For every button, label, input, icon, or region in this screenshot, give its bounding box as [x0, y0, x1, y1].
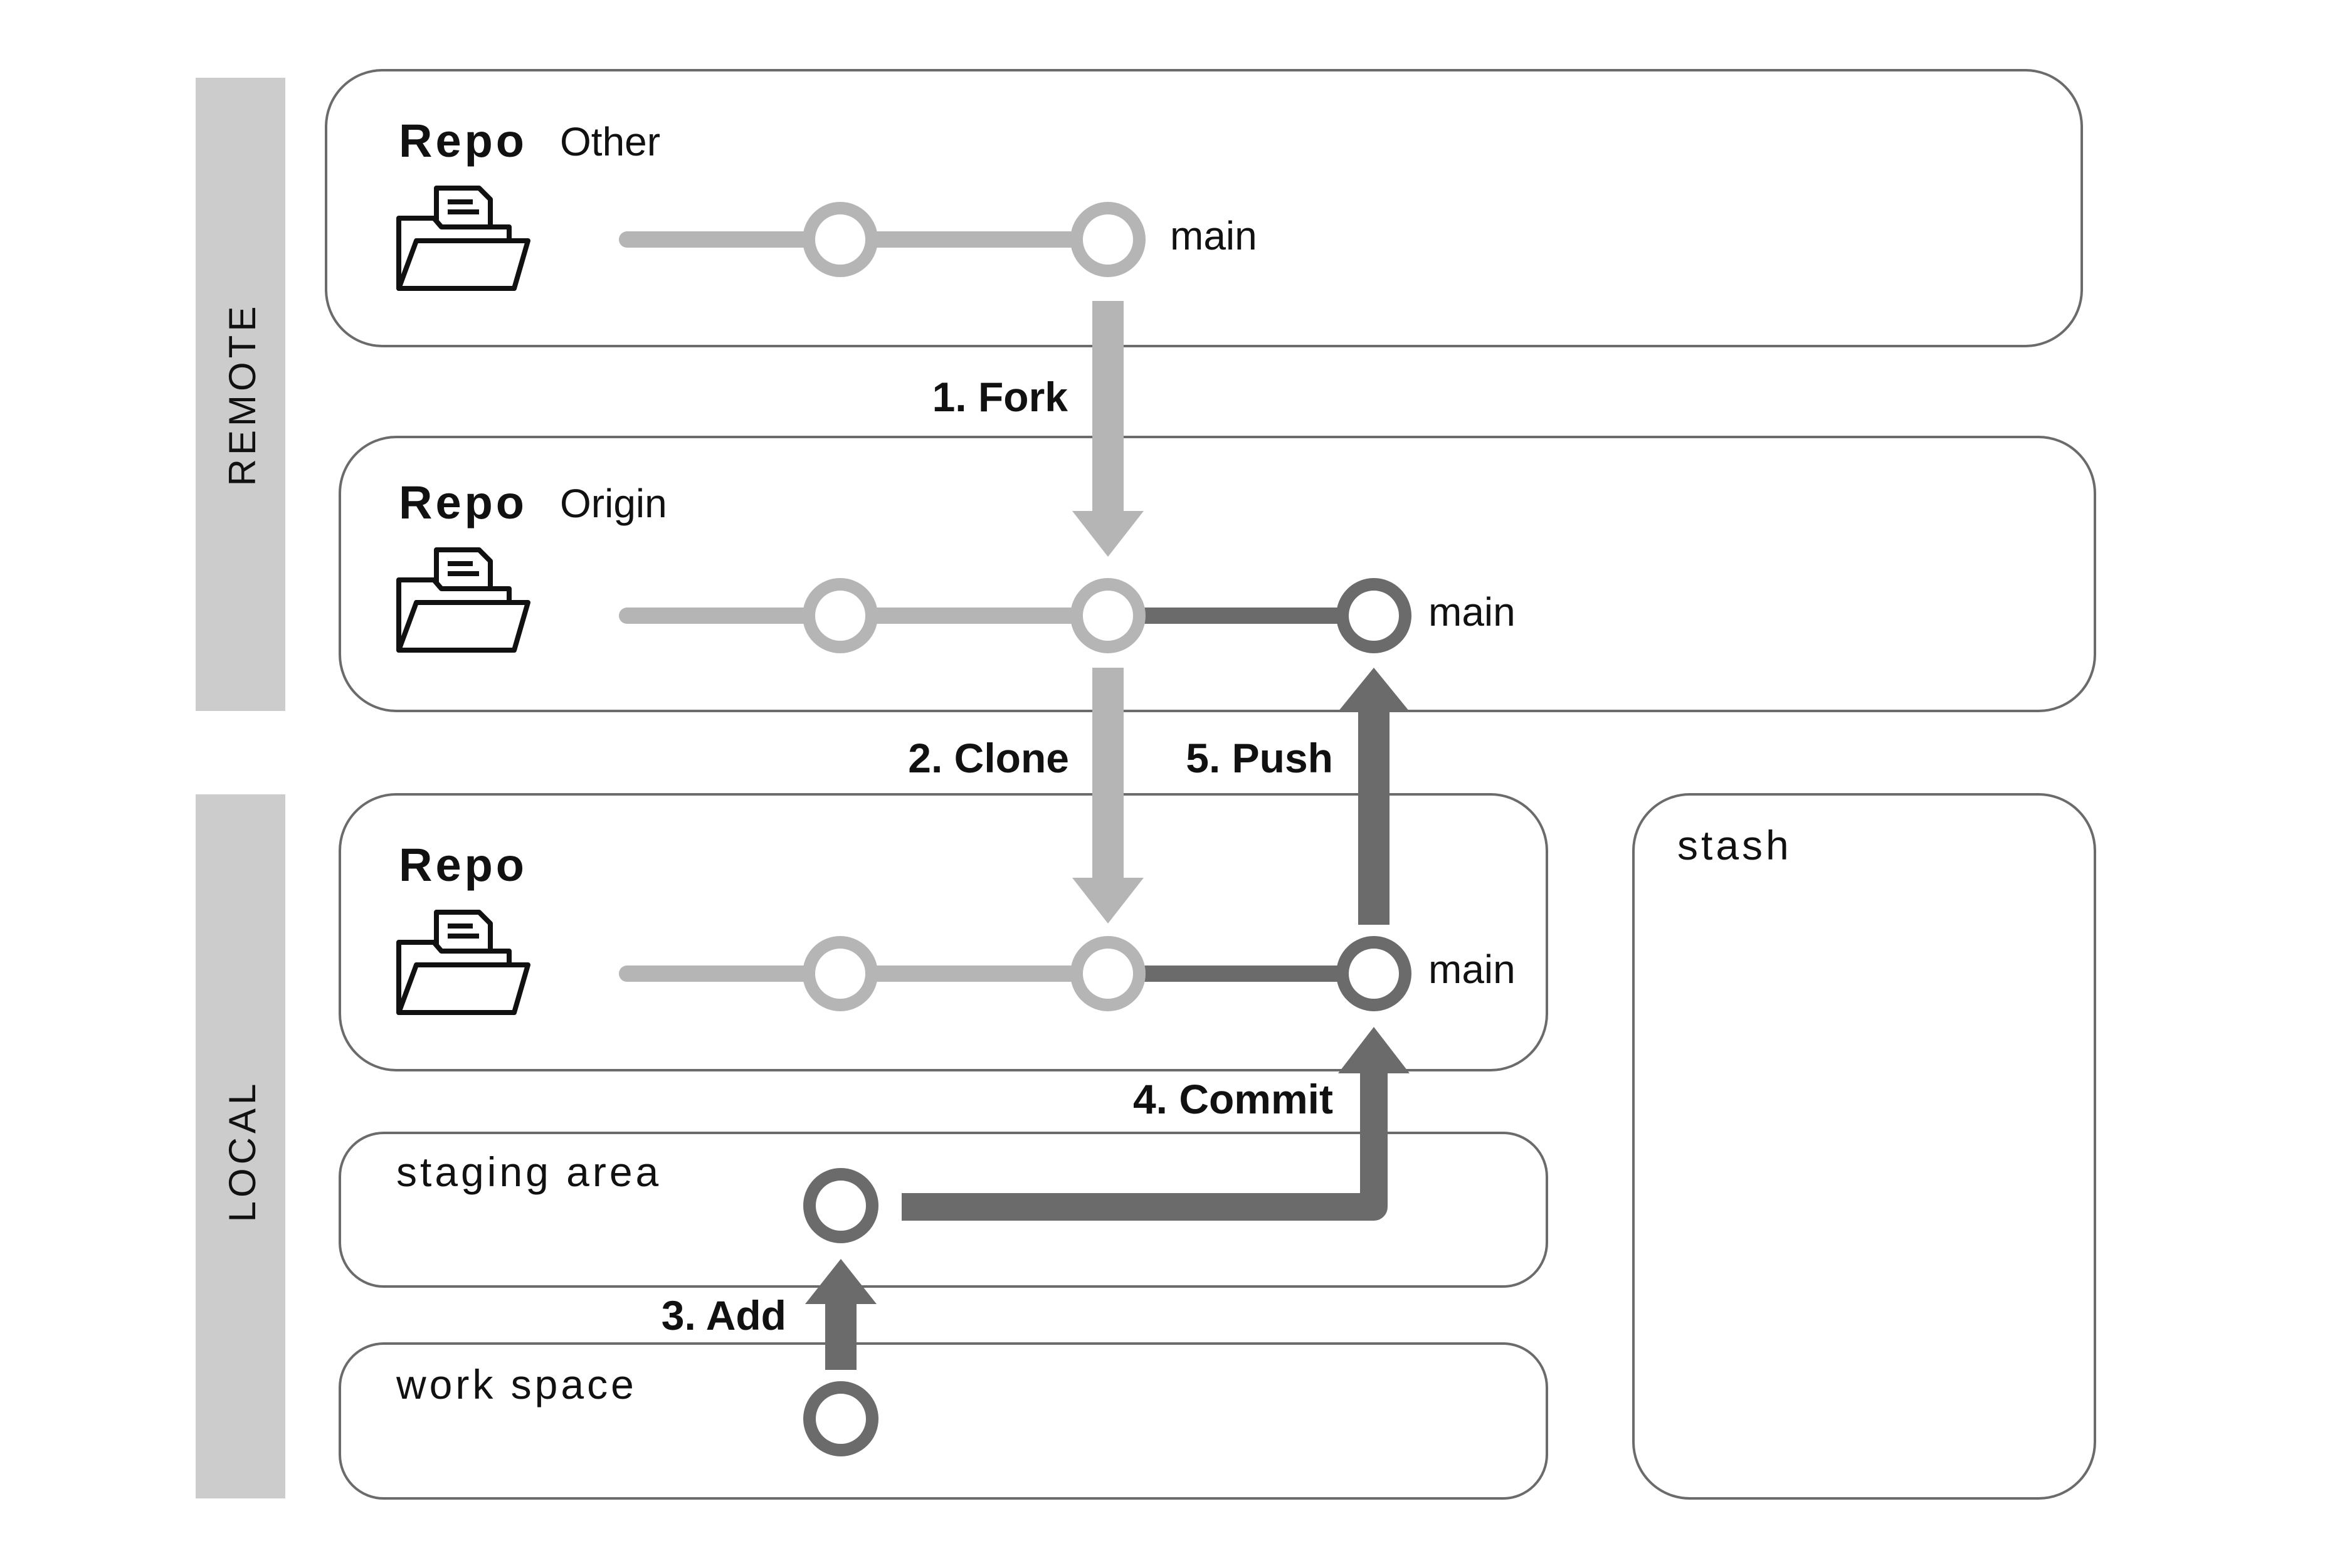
commit-node-icon: [803, 578, 878, 653]
fork-arrow-head: [1072, 511, 1144, 557]
commit-node-icon: [803, 936, 878, 1011]
commit-node-icon: [803, 202, 878, 277]
local-repo-label: Repo: [399, 839, 527, 891]
other-repo-name: Other: [560, 119, 660, 164]
local-repo-panel: [339, 793, 1548, 1071]
add-step-label: 3. Add: [662, 1292, 786, 1339]
other-branch-label: main: [1170, 213, 1257, 258]
remote-band-label: REMOTE: [221, 303, 263, 487]
stash-panel: [1632, 793, 2096, 1500]
origin-repo-name: Origin: [560, 481, 667, 526]
push-arrow-shaft: [1358, 708, 1390, 925]
staging-area-label: staging area: [396, 1149, 662, 1195]
other-repo-label: Repo: [399, 115, 527, 167]
commit-arrow-path: [902, 1066, 1388, 1221]
fork-step-label: 1. Fork: [932, 374, 1068, 420]
clone-step-label: 2. Clone: [908, 735, 1069, 781]
remote-band: [196, 78, 285, 711]
work-space-panel: [339, 1342, 1548, 1500]
local-branch-label: main: [1428, 947, 1516, 992]
work-space-label: work space: [396, 1361, 637, 1408]
commit-node-icon: [803, 1381, 878, 1456]
add-arrow-head: [805, 1259, 877, 1304]
fork-arrow-shaft: [1092, 301, 1124, 514]
origin-repo-label: Repo: [399, 476, 527, 529]
add-arrow-shaft: [825, 1298, 857, 1370]
folder-icon: [396, 910, 530, 1015]
commit-arrow-head: [1338, 1027, 1410, 1073]
commit-node-icon: [1070, 202, 1146, 277]
local-band: [196, 794, 285, 1498]
clone-arrow-shaft: [1092, 668, 1124, 881]
commit-node-icon: [1336, 578, 1411, 653]
commit-node-icon: [803, 1168, 878, 1243]
folder-icon: [396, 186, 530, 291]
folder-icon: [396, 547, 530, 653]
push-arrow-head: [1338, 668, 1410, 712]
commit-node-icon: [1336, 936, 1411, 1011]
other-repo-panel: [325, 69, 2083, 347]
clone-arrow-head: [1072, 878, 1144, 923]
local-band-label: LOCAL: [221, 1080, 263, 1223]
commit-node-icon: [1070, 578, 1146, 653]
commit-node-icon: [1070, 936, 1146, 1011]
push-step-label: 5. Push: [1186, 735, 1333, 781]
origin-branch-label: main: [1428, 589, 1516, 634]
commit-step-label: 4. Commit: [1133, 1076, 1333, 1122]
origin-repo-panel: [339, 436, 2096, 712]
stash-label: stash: [1677, 822, 1792, 868]
